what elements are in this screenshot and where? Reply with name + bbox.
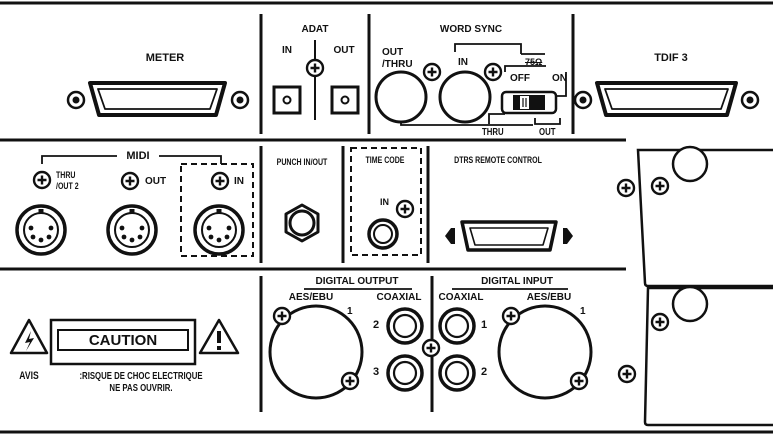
midi-out-label: OUT [145,176,167,187]
digital-input-ch1-label: 1 [580,306,586,317]
word-sync-label: WORD SYNC [439,24,503,35]
word-sync-on-label: ON [552,73,567,84]
digital-output-ch1-label: 1 [347,306,353,317]
word-sync-out-label: OUT [539,127,556,138]
digital-output-coax-label: COAXIAL [376,292,422,303]
digital-input-connectors [421,288,593,400]
timecode-in-label: IN [380,197,389,207]
meter-connector [66,81,250,117]
digital-input-coax2-label: 2 [481,366,488,378]
timecode-connector [350,147,422,256]
tdif-label: TDIF 3 [654,52,688,64]
caution-line2: NE PAS OUVRIR. [109,383,173,394]
digital-input-aes-label: AES/EBU [526,292,572,303]
caution-line1: :RISQUE DE CHOC ELECTRIQUE [79,371,203,382]
word-sync-term-label: 75Ω [525,57,543,67]
timecode-label: TIME CODE [365,155,405,165]
caution-block [9,318,240,366]
word-sync-out-thru-label: OUT /THRU [382,47,413,70]
digital-output-ch3-label: 3 [373,366,380,378]
digital-input-coax-label: COAXIAL [438,292,484,303]
midi-label: MIDI [126,150,150,162]
midi-thru-out2-label: THRU /OUT 2 [56,170,79,191]
digital-output-ch2-label: 2 [373,319,380,331]
digital-output-aes-label: AES/EBU [288,292,334,303]
expansion-slot-covers [616,145,773,427]
dtrs-label: DTRS REMOTE CONTROL [454,155,542,165]
word-sync-connectors [374,43,567,126]
meter-label: METER [145,52,185,64]
word-sync-off-label: OFF [510,73,530,84]
avis-label: AVIS [19,370,39,382]
word-sync-in-label: IN [458,57,468,68]
midi-in-label: IN [234,176,244,187]
tdif-connector [573,81,760,117]
digital-output-connectors [268,288,424,400]
punch-label: PUNCH IN/OUT [276,157,328,167]
digital-input-coax1-label: 1 [481,319,488,331]
word-sync-thru-label: THRU [482,127,504,138]
digital-output-label: DIGITAL OUTPUT [315,276,399,287]
caution-label: CAUTION [88,332,158,349]
adat-out-label: OUT [333,45,355,56]
midi-connectors [15,155,254,257]
adat-in-label: IN [282,45,292,56]
dtrs-connector [445,220,573,252]
adat-connectors [272,40,360,120]
adat-label: ADAT [301,24,329,35]
digital-input-label: DIGITAL INPUT [481,276,553,287]
punch-jack [284,203,320,243]
